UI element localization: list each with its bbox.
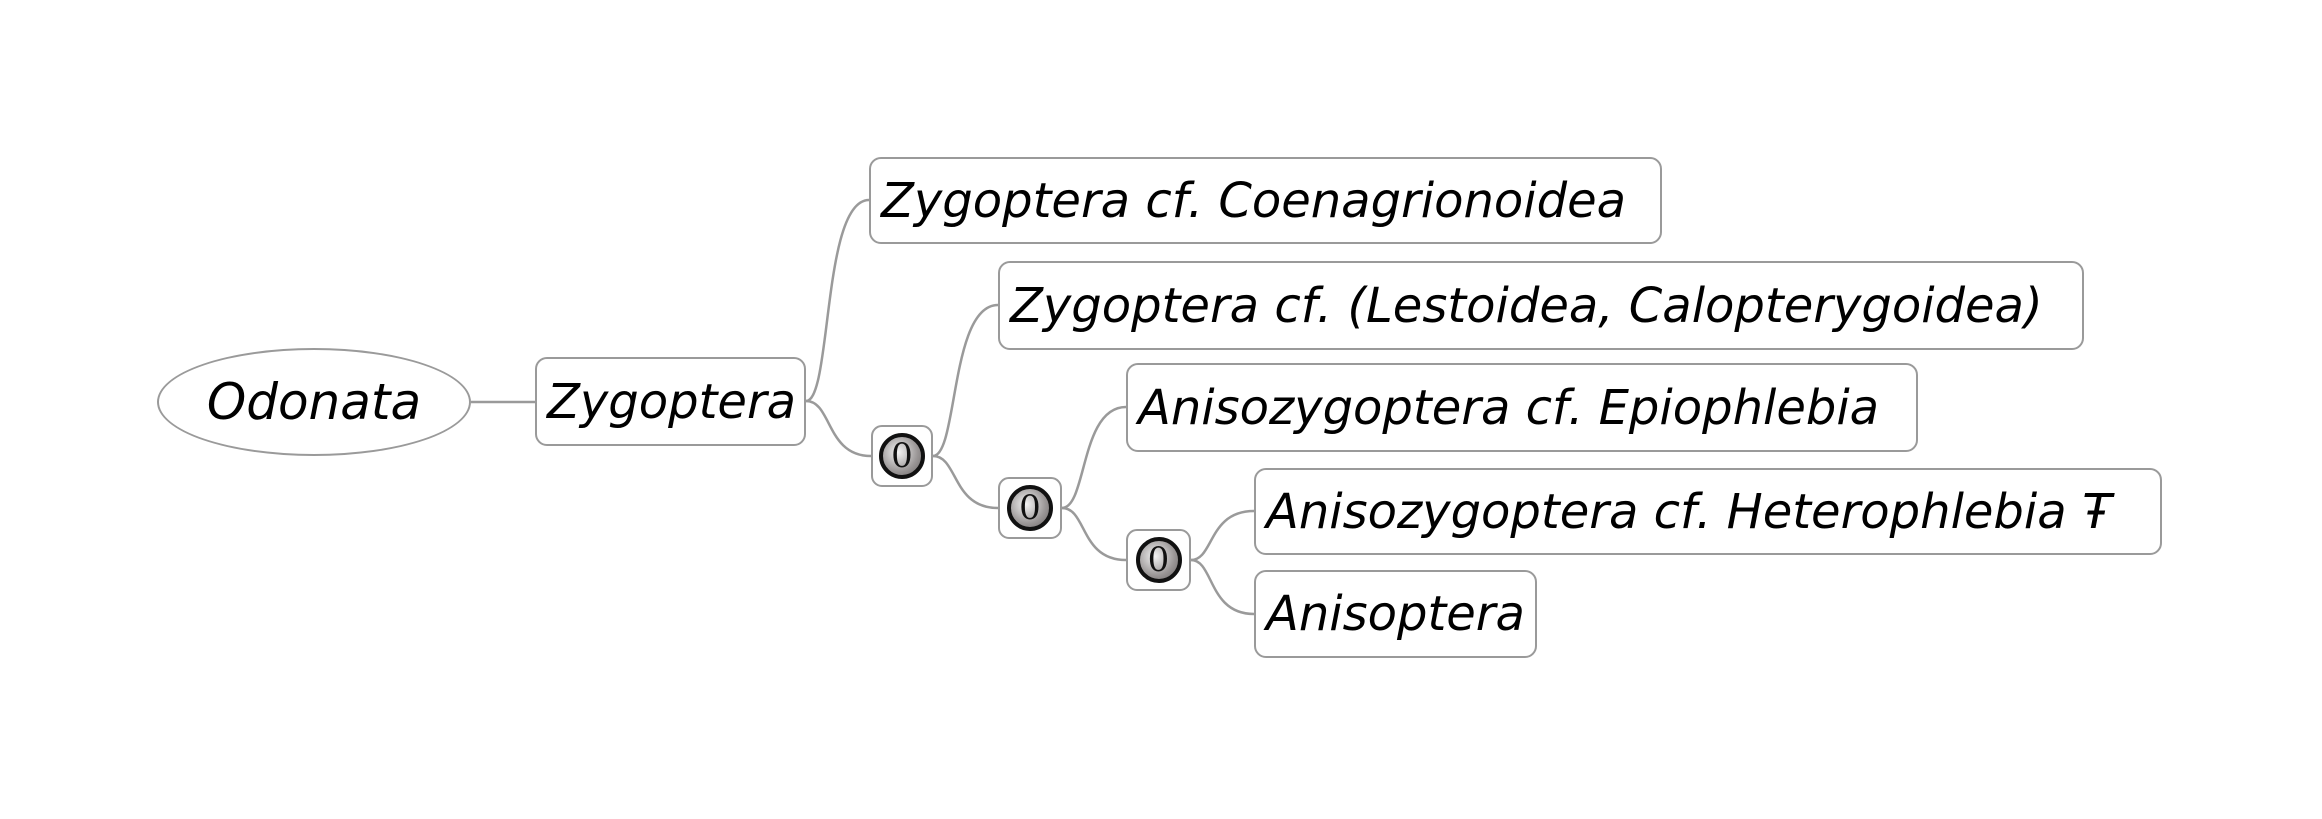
link-node2-node3 — [1061, 506, 1127, 562]
topic-label: Zygoptera cf. (Lestoidea, Calopterygoide… — [1010, 277, 2043, 334]
topic-label: Zygoptera — [547, 373, 797, 430]
topic-epiophlebia[interactable]: Anisozygoptera cf. Epiophlebia — [1126, 363, 1918, 452]
topic-label: Anisozygoptera cf. Heterophlebia Ŧ — [1266, 483, 2112, 540]
link-node2-epiophlebia — [1061, 405, 1127, 510]
link-node1-lestoidea — [932, 303, 999, 458]
topic-anisoptera[interactable]: Anisoptera — [1254, 570, 1537, 658]
link-node1-node2 — [932, 454, 999, 510]
link-zygoptera-node1 — [805, 399, 872, 458]
link-node3-heterophlebia — [1190, 509, 1255, 562]
link-zygoptera-coenagrionoidea — [805, 198, 870, 403]
zero-badge-icon: 0 — [879, 433, 925, 479]
topic-zygoptera[interactable]: Zygoptera — [535, 357, 806, 446]
group-node-3[interactable]: 0 — [1126, 529, 1191, 591]
link-node3-anisoptera — [1190, 558, 1255, 616]
group-node-1[interactable]: 0 — [871, 425, 933, 487]
zero-badge-icon: 0 — [1135, 537, 1182, 583]
topic-label: Anisozygoptera cf. Epiophlebia — [1138, 379, 1880, 436]
topic-label: Anisoptera — [1266, 586, 1525, 642]
topic-coenagrionoidea[interactable]: Zygoptera cf. Coenagrionoidea — [869, 157, 1662, 244]
topic-heterophlebia[interactable]: Anisozygoptera cf. Heterophlebia Ŧ — [1254, 468, 2162, 555]
group-node-2[interactable]: 0 — [998, 477, 1062, 539]
root-topic-odonata[interactable]: Odonata — [157, 348, 471, 456]
root-label: Odonata — [206, 373, 422, 431]
topic-label: Zygoptera cf. Coenagrionoidea — [881, 172, 1627, 229]
topic-lestoidea-calopterygoidea[interactable]: Zygoptera cf. (Lestoidea, Calopterygoide… — [998, 261, 2084, 350]
zero-badge-icon: 0 — [1007, 485, 1053, 531]
